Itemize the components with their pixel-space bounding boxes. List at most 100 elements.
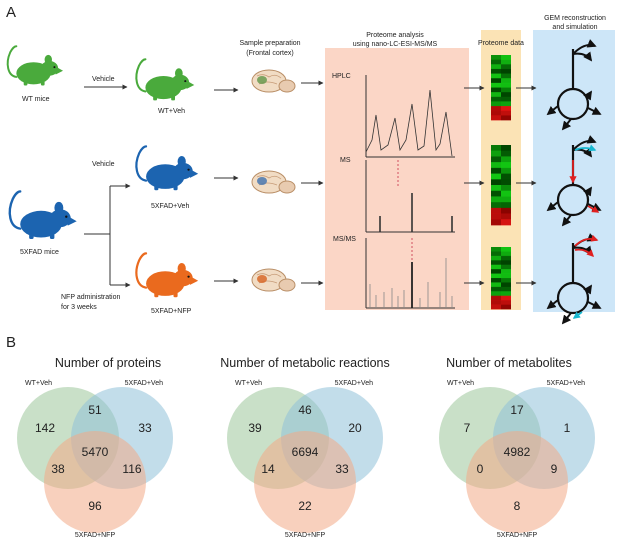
- venn-title: Number of metabolites: [446, 356, 572, 370]
- panel-b-label: B: [6, 334, 16, 351]
- gem-out-1: [546, 299, 559, 310]
- fad-veh-mouse-icon: [135, 145, 200, 192]
- gem-out-3: [561, 118, 572, 131]
- venn-count-wt-fad: 51: [88, 403, 102, 417]
- venn-label-nfp: 5XFAD+NFP: [497, 532, 538, 539]
- wt-mice-label: WT mice: [22, 96, 50, 103]
- nfp-label-line2: for 3 weeks: [61, 304, 97, 311]
- gem-network-3: [546, 233, 602, 325]
- heatmap-cell: [501, 156, 511, 163]
- heatmap-1: [491, 55, 511, 121]
- venn-circle-nfp: [44, 431, 146, 533]
- heatmap-cell: [491, 255, 501, 261]
- venn-label-wt: WT+Veh: [25, 380, 52, 387]
- gem-flux-change-2: [574, 144, 597, 152]
- venn-count-only-nfp: 22: [298, 499, 312, 513]
- heatmap-cell: [501, 173, 511, 180]
- gem-out-1: [546, 201, 559, 212]
- heatmap-cell: [501, 59, 511, 65]
- venn-count-all: 6694: [292, 445, 319, 459]
- heatmap-cell: [491, 213, 501, 220]
- heatmap-cell: [491, 207, 501, 214]
- heatmap-cell: [491, 115, 501, 121]
- group-nfp-label: 5XFAD+NFP: [151, 308, 192, 315]
- venn-count-only-nfp: 96: [88, 499, 102, 513]
- gem-cycle-arrow: [583, 284, 592, 295]
- heatmap-cell: [491, 202, 501, 209]
- heatmap-cell: [491, 82, 501, 88]
- gem-out-1: [546, 105, 559, 116]
- heatmap-cell: [491, 179, 501, 186]
- hplc-label: HPLC: [332, 73, 351, 80]
- gem-out-3: [561, 312, 572, 325]
- venn-count-only-wt: 142: [35, 421, 55, 435]
- heatmap-cell: [501, 87, 511, 93]
- heatmap-cell: [501, 304, 511, 310]
- wt-mouse-icon: [6, 45, 65, 87]
- venn-label-wt: WT+Veh: [235, 380, 262, 387]
- venn-label-nfp: 5XFAD+NFP: [285, 532, 326, 539]
- gem-branch-1: [572, 51, 593, 62]
- gem-branch-2: [572, 135, 597, 151]
- venn-count-wt-fad: 46: [298, 403, 312, 417]
- heatmap-cell: [491, 68, 501, 74]
- heatmap-cell: [501, 190, 511, 197]
- heatmap-cell: [491, 150, 501, 157]
- heatmap-cell: [501, 247, 511, 252]
- heatmap-cell: [491, 269, 501, 274]
- venn-label-nfp: 5XFAD+NFP: [75, 532, 116, 539]
- heatmap-cell: [491, 260, 501, 266]
- heatmap-cell: [501, 115, 511, 121]
- gem-network-1: [546, 39, 602, 131]
- venn-count-wt-fad: 17: [510, 403, 524, 417]
- heatmap-cell: [501, 110, 511, 116]
- heatmap-cell: [501, 185, 511, 192]
- venn-label-fad: 5XFAD+Veh: [547, 380, 585, 387]
- heatmap-cell: [491, 251, 501, 257]
- venn-count-only-fad: 1: [564, 421, 571, 435]
- heatmap-cell: [491, 162, 501, 169]
- heatmap-cell: [501, 255, 511, 261]
- heatmap-cell: [501, 300, 511, 305]
- heatmap-cell: [501, 269, 511, 274]
- wt-veh-mouse-icon: [135, 58, 196, 102]
- venn-count-only-wt: 7: [464, 421, 471, 435]
- heatmap-cell: [501, 78, 511, 84]
- venn-count-wt-nfp: 14: [261, 462, 275, 476]
- venn-label-fad: 5XFAD+Veh: [125, 380, 163, 387]
- proteome-data-label: Proteome data: [478, 40, 524, 47]
- heatmap-cell: [491, 59, 501, 65]
- venn-count-all: 5470: [82, 445, 109, 459]
- gem-out-2: [587, 106, 602, 115]
- heatmap-cell: [491, 173, 501, 180]
- heatmap-cell: [501, 278, 511, 283]
- heatmap-cell: [501, 96, 511, 102]
- heatmap-cell: [501, 219, 511, 226]
- sample-prep-line2: (Frontal cortex): [246, 50, 293, 57]
- nfp-label-line1: NFP administration: [61, 294, 121, 301]
- venn-circle-nfp: [254, 431, 356, 533]
- proteome-analysis-panel: [325, 48, 469, 310]
- heatmap-cell: [491, 196, 501, 203]
- heatmap-cell: [501, 286, 511, 292]
- heatmap-cell: [491, 78, 501, 84]
- heatmap-cell: [501, 150, 511, 157]
- gem-network-2: [546, 135, 602, 227]
- gem-flux-change-3: [587, 205, 600, 213]
- gem-branch-2: [572, 39, 597, 55]
- venn-title: Number of metabolic reactions: [220, 356, 390, 370]
- venn-count-only-fad: 20: [348, 421, 362, 435]
- heatmap-cell: [491, 55, 501, 61]
- venn-count-only-wt: 39: [248, 421, 262, 435]
- gem-cycle-arrow: [583, 186, 592, 197]
- heatmap-cell: [501, 82, 511, 88]
- heatmap-cell: [491, 190, 501, 197]
- sample-region-wt: [257, 76, 267, 84]
- heatmap-cell: [501, 55, 511, 61]
- heatmap-cell: [491, 219, 501, 226]
